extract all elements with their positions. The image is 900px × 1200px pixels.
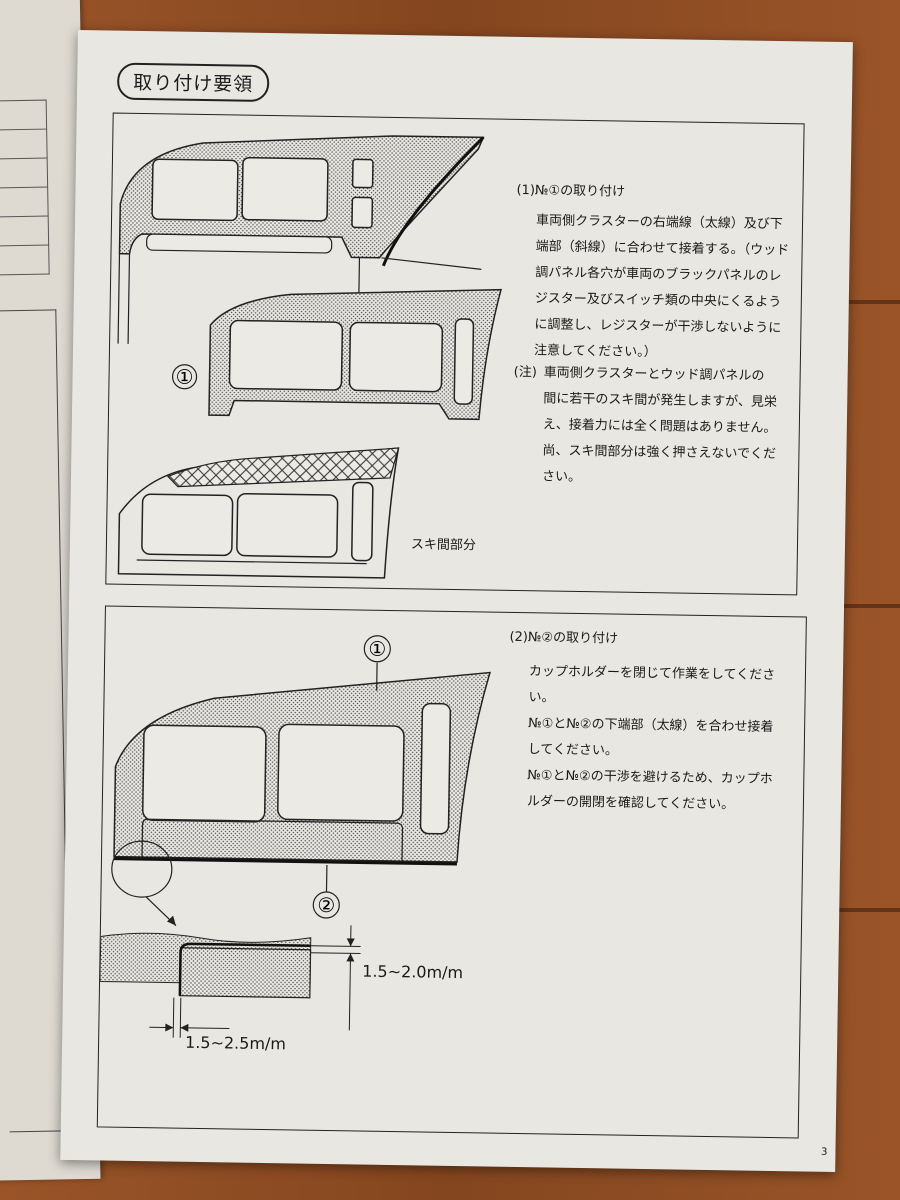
step2-heading: (2)№②の取り付け [509,629,619,647]
gap-label: スキ間部分 [410,537,477,554]
step2-box: ① ② 1.5~2. [96,605,807,1139]
step2-body: カップホルダーを閉じて作業をしてくださ い。 №①と№②の下端部（太線）を合わせ… [526,664,776,813]
step1-box: ① (1)№①の取り付け 車両側クラスターの右端線（太線）及び下 端部（斜線）に… [105,112,805,596]
section-title: 取り付け要領 [116,62,270,103]
step1-part-label: ① [175,365,193,389]
page-number: 3 [821,1146,828,1158]
dimension-vertical: 1.5~2.0m/m [362,961,464,983]
step1-note: (注)車両側クラスターとウッド調パネルの 間に若干のスキ間が発生しますが、見栄 … [512,360,778,494]
instruction-page: 取り付け要領 ① [60,30,853,1173]
step1-illustration: ① [117,135,502,579]
note-label: (注) [513,364,537,381]
dimension-horizontal: 1.5~2.5m/m [184,1032,287,1054]
step2-part2-label: ② [317,893,335,917]
step1-heading: (1)№①の取り付け [516,182,626,200]
step1-body: 車両側クラスターの右端線（太線）及び下 端部（斜線）に合わせて接着する。（ウッド… [533,213,790,361]
step2-part1-label: ① [368,637,386,661]
step2-illustration: ① ② [99,635,491,1038]
